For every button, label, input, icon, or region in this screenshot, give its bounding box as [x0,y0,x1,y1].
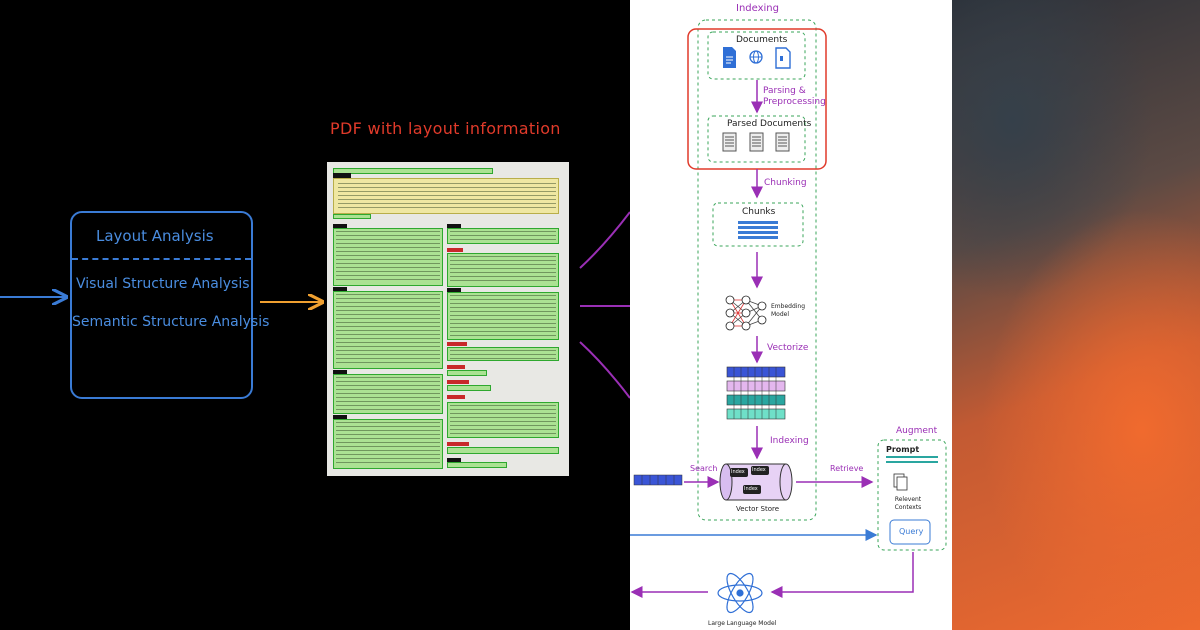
text-block [333,419,443,469]
layout-tag [333,287,347,292]
layout-analysis-label: Layout Analysis [96,227,214,245]
layout-tag [333,224,347,229]
relevant-contexts-label: Relevent Contexts [894,496,922,511]
query-label: Query [899,527,924,536]
query-vector [633,474,683,486]
retrieve-label: Retrieve [830,464,864,473]
box-divider [72,258,251,260]
title-tag [447,442,469,446]
chunks-box [712,202,804,247]
globe-icon [749,50,763,64]
context-pages-icon [893,473,908,491]
embedding-model-label: Embedding Model [771,303,806,318]
indexing-step-label: Indexing [770,436,809,446]
query-box [889,519,931,545]
title-tag [447,248,463,252]
text-block [447,385,491,391]
text-block [447,447,559,454]
augment-box [877,439,947,551]
index-label: Index [744,486,758,492]
layout-tag [333,415,347,420]
layout-block [333,168,493,174]
table-block [333,178,559,214]
title-tag [447,342,467,346]
layout-block [333,214,371,219]
file-icon [775,47,791,69]
semantic-structure-label: Semantic Structure Analysis [72,314,270,330]
prompt-lines [886,456,938,463]
connector-lower [579,341,630,399]
text-block [447,253,559,287]
pdf-title: PDF with layout information [330,119,561,138]
vectorize-label: Vectorize [767,343,809,353]
indexing-title: Indexing [736,3,779,14]
layout-tag [447,288,461,293]
text-block [447,402,559,438]
text-block [447,462,507,468]
connector-upper [579,211,630,269]
layout-tag [333,173,351,178]
text-block [447,347,559,361]
parsed-documents-label: Parsed Documents [727,119,812,129]
left-connectors [0,211,630,399]
text-block [333,228,443,286]
augment-label: Augment [896,426,938,436]
pipeline-diagram [630,19,947,614]
text-block [447,292,559,340]
chunks-icon [738,221,778,239]
chunks-label: Chunks [742,207,776,217]
layout-analysis-box [70,211,253,399]
title-tag [447,380,469,384]
llm-label: Large Language Model [708,620,777,627]
documents-label: Documents [736,35,788,45]
layout-analysis-panel: Layout Analysis Visual Structure Analysi… [0,119,630,476]
title-tag [447,395,465,399]
pdf-page-thumbnail [327,162,569,476]
prompt-label: Prompt [886,445,920,454]
embedding-model-icon [725,295,767,331]
layout-tag [447,224,461,229]
parsing-label: Parsing & Preprocessing [763,86,826,107]
index-label: Index [752,467,766,473]
title-tag [447,365,465,369]
rag-pipeline-panel: Indexing Documents Parsing & Preprocessi… [630,0,952,630]
parsed-document-icon [722,132,790,152]
vector-store-label: Vector Store [736,505,780,513]
layout-tag [447,458,461,463]
index-label: Index [731,469,745,475]
augment-to-llm-arrow [770,552,914,598]
documents-box [707,31,806,80]
text-block [447,370,487,376]
vector-embeddings [726,366,786,420]
parsed-documents-box [707,115,806,163]
vector-store-icon [719,463,793,501]
text-block [333,291,443,369]
llm-atom-icon [717,572,763,614]
pipeline-container [697,19,817,521]
blurred-background-panel [952,0,1200,630]
text-block [333,374,443,414]
layout-tag [333,370,347,375]
visual-structure-label: Visual Structure Analysis [76,276,250,292]
chunking-label: Chunking [764,178,807,188]
document-icon [723,47,736,68]
text-block [447,228,559,244]
search-label: Search [690,464,718,473]
